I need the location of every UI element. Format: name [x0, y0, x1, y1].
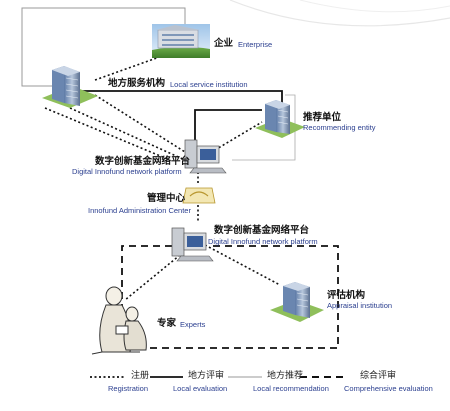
enterprise-building-image — [152, 24, 210, 58]
legend-comprehensive-zh: 综合评审 — [360, 371, 397, 381]
platform-top-label-en: Digital Innofund network platform — [72, 167, 182, 176]
legend-local-evaluation-zh: 地方评审 — [188, 371, 225, 381]
appraisal-label-zh: 评估机构 — [327, 290, 366, 301]
solid-line-service-to-recommending — [72, 90, 283, 112]
solid-line-recommending-to-platform — [194, 109, 262, 142]
appraisal-label-en: Appraisal institution — [327, 301, 393, 310]
local-service-label-zh: 地方服务机构 — [108, 78, 166, 89]
recommending-label-en: Recommending entity — [303, 123, 376, 132]
admin-center-label-zh: 管理中心 — [147, 193, 186, 204]
admin-center-label-en: Innofund Administration Center — [88, 206, 191, 215]
experts-label-en: Experts — [180, 320, 206, 329]
platform-top-label-zh: 数字创新基金网络平台 — [95, 156, 191, 167]
local-service-label-en: Local service institution — [170, 80, 248, 89]
platform-top-computer-icon — [184, 139, 227, 174]
dotted-lines-registration — [44, 54, 281, 301]
background-curve — [299, 0, 450, 13]
legend-comprehensive-en: Comprehensive evaluation — [344, 384, 433, 393]
dashed-line-comprehensive-evaluation — [121, 245, 339, 349]
recommending-building-icon — [255, 100, 305, 138]
enterprise-label-zh: 企业 — [214, 38, 234, 49]
local-service-building-icon — [42, 66, 98, 108]
recommending-label-zh: 推荐单位 — [303, 112, 342, 123]
legend-registration-en: Registration — [108, 384, 149, 393]
experts-sketch-icon — [91, 286, 147, 355]
thin-line-local-recommendation — [21, 7, 186, 87]
admin-center-icon — [182, 187, 216, 204]
legend-registration-zh: 注册 — [131, 371, 150, 381]
background-curve — [229, 0, 450, 27]
legend-local-evaluation-en: Local evaluation — [173, 384, 228, 393]
platform-bottom-label-en: Digital Innofund network platform — [208, 237, 318, 246]
legend-local-recommendation-zh: 地方推荐 — [267, 371, 304, 381]
appraisal-building-icon — [270, 282, 324, 322]
platform-bottom-label-zh: 数字创新基金网络平台 — [214, 225, 310, 236]
enterprise-label-en: Enterprise — [238, 40, 273, 49]
legend-local-recommendation-en: Local recommendation — [253, 384, 329, 393]
platform-bottom-computer-icon — [171, 227, 214, 262]
experts-label-zh: 专家 — [157, 318, 177, 329]
